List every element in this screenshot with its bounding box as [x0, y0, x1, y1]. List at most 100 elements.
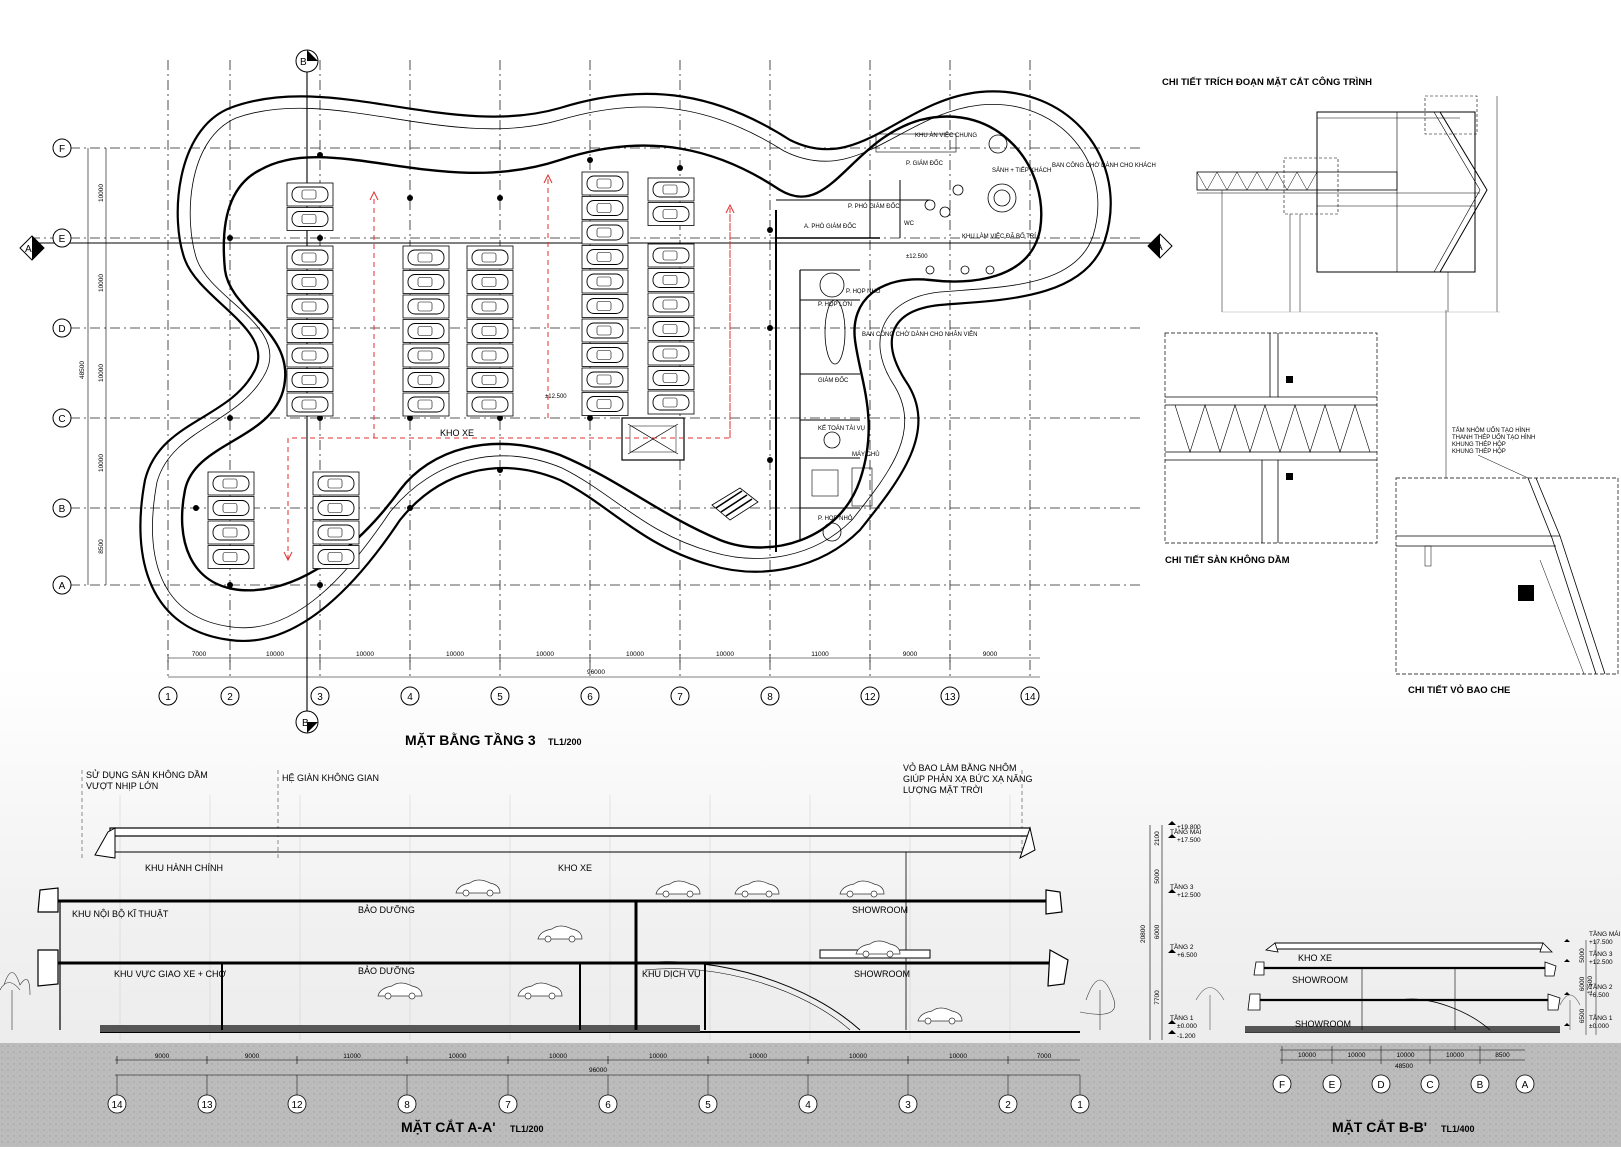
shell-note-2: THANH THÉP UỐN TẠO HÌNH: [1452, 434, 1535, 441]
bb-space-showroom-2: SHOWROOM: [1295, 1019, 1351, 1029]
plan-column: [227, 235, 233, 241]
section-bb-axis-C: [1420, 1074, 1440, 1094]
detail-panels: CHI TIẾT TRÍCH ĐOẠN MẶT CẮT CÔNG TRÌNH: [1162, 76, 1619, 696]
axis-label-6: 6: [587, 692, 593, 703]
car-icon-roof: [222, 527, 238, 538]
section-car: [655, 880, 701, 895]
plan-dim-6: 10000: [716, 651, 734, 658]
outer-shell-inner: [152, 103, 1099, 629]
car-icon: [291, 274, 329, 290]
axis-label-E: E: [59, 234, 66, 245]
level-marker: [1564, 992, 1570, 995]
section-bb-vertical-total: 17500: [1587, 976, 1594, 994]
axis-bubble-6: [580, 686, 600, 706]
svg-text:B': B': [300, 57, 309, 68]
level-marker: [1564, 939, 1570, 942]
car-icon: [471, 396, 509, 413]
car-icon-roof: [327, 552, 343, 562]
section-aa-dim-7: 10000: [849, 1053, 867, 1060]
axis-bubble-C: [52, 408, 72, 428]
section-car-wheel: [544, 935, 552, 943]
level-name-bb-2: TẦNG 2: [1589, 981, 1613, 991]
car-icon-roof: [662, 299, 678, 310]
section-bb-overall: 48500: [1395, 1063, 1413, 1070]
car-icon: [471, 274, 509, 290]
car-icon: [291, 298, 329, 315]
room-label-p-giam: P. GIÁM ĐỐC: [906, 160, 944, 167]
car-icon: [652, 247, 690, 264]
section-aa-axis-2: [998, 1094, 1018, 1114]
car-icon: [652, 321, 690, 337]
car-icon: [407, 274, 445, 290]
plan-left-dim-3: 10000: [98, 454, 105, 472]
section-aa-dim-0: 9000: [155, 1053, 170, 1060]
section-bb-axis-label-B: B: [1477, 1080, 1484, 1091]
parking-area-label: KHO XE: [440, 428, 474, 438]
car-icon-roof: [596, 325, 612, 336]
section-car: [455, 879, 501, 894]
level-marker: [1168, 821, 1176, 825]
car-icon: [652, 181, 690, 198]
section-trees: [0, 972, 1116, 1030]
car-icon-roof: [662, 275, 678, 285]
car-icon: [291, 186, 329, 203]
car-icon: [317, 549, 355, 565]
section-aa-axis-label-7: 7: [505, 1100, 511, 1111]
plan-dim-9: 9000: [983, 651, 998, 658]
plan-left-dim-1: 10000: [98, 274, 105, 292]
plan-column: [587, 415, 593, 421]
central-stair-core: [621, 417, 685, 461]
axis-bubble-F: [52, 138, 72, 158]
plan-dim-2: 10000: [356, 651, 374, 658]
car-icon: [586, 347, 624, 363]
plan-column: [767, 227, 773, 233]
section-aa-axis-7: [498, 1094, 518, 1114]
section-aa-vertical-total: 20800: [1140, 925, 1147, 943]
room-label-hop-lon: P. HỌP LỚN: [818, 301, 852, 308]
room-label-may-chu: MÁY CHỦ: [852, 451, 880, 458]
car-icon-roof: [301, 326, 317, 336]
plan-column: [317, 582, 323, 588]
car-icon-roof: [417, 375, 433, 385]
level-marker: [1564, 1023, 1570, 1026]
car-icon-roof: [481, 277, 497, 287]
room-label-kha: KHU ÀN VIỆC CHUNG: [915, 131, 977, 139]
section-aa-axis-8: [397, 1094, 417, 1114]
car-icon-roof: [596, 374, 612, 385]
plan-title: MẶT BẰNG TẦNG 3: [405, 731, 536, 748]
section-aa-axis-label-4: 4: [805, 1100, 811, 1111]
axis-bubble-14: [1020, 686, 1040, 706]
car-icon-roof: [481, 301, 497, 312]
car-icon-roof: [417, 277, 433, 287]
plan-column: [317, 152, 323, 158]
car-icon-roof: [327, 503, 343, 513]
plan-column: [677, 165, 683, 171]
axis-label-2: 2: [227, 692, 233, 703]
plan-column: [497, 195, 503, 201]
plan-column: [497, 415, 503, 421]
plan-column: [407, 505, 413, 511]
section-car: [917, 1007, 963, 1022]
section-aa-axis-1: [1070, 1094, 1090, 1114]
car-icon-roof: [662, 348, 678, 359]
level-value-bb-0: +17.500: [1589, 939, 1613, 946]
car-icon: [471, 298, 509, 315]
section-aa-axis-label-1: 1: [1077, 1100, 1083, 1111]
plan-scale: TL1/200: [548, 737, 582, 747]
section-bb-dim-0: 10000: [1298, 1052, 1316, 1059]
room-label-hop-nho-2: P. HỌP NHỎ: [818, 515, 853, 522]
car-icon: [652, 370, 690, 386]
shell-note-3: KHUNG THÉP HỘP: [1452, 441, 1506, 448]
room-label-ban-cong-khach: BAN CÔNG CHỜ DÀNH CHO KHÁCH: [1052, 162, 1156, 169]
section-car-wheel: [568, 935, 576, 943]
space-showroom-1: SHOWROOM: [852, 905, 908, 915]
bb-space-kho-xe: KHO XE: [1298, 953, 1332, 963]
level-name-bb-3: TẦNG 1: [1589, 1012, 1613, 1022]
plan-dim-5: 10000: [626, 651, 644, 658]
axis-label-C: C: [58, 414, 65, 425]
space-noi-bo: KHU NỘI BỘ KĨ THUẬT: [72, 909, 169, 919]
svg-text:B: B: [302, 718, 309, 729]
axis-label-13: 13: [944, 692, 956, 703]
section-aa-axis-label-12: 12: [291, 1100, 303, 1111]
